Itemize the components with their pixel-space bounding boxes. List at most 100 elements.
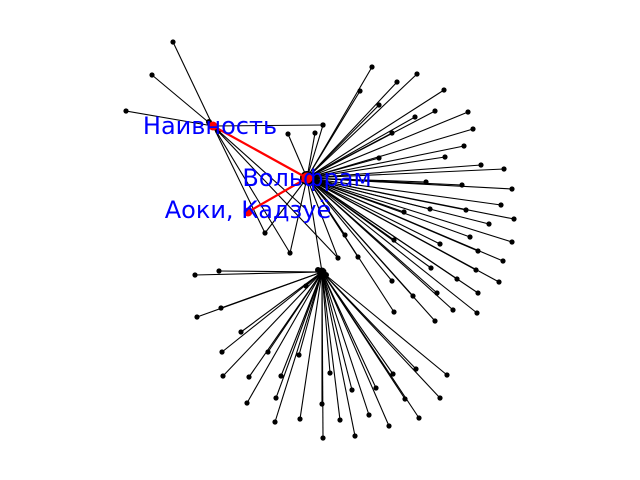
graph-node [486,221,492,227]
graph-node [412,114,418,120]
graph-edge [306,177,490,225]
graph-edge [321,271,341,421]
graph-edge [287,133,308,179]
graph-node [511,216,517,222]
graph-node [335,255,341,261]
graph-edge [306,177,471,238]
graph-node [366,412,372,418]
graph-edge [306,177,513,243]
graph-node [423,179,429,185]
graph-node [219,349,225,355]
graph-node [509,239,515,245]
graph-node [389,130,395,136]
label-wolfram: Вольфрам [242,164,371,192]
graph-edge [306,177,432,269]
graph-node [389,278,395,284]
graph-edge [275,271,323,399]
graph-node [355,254,361,260]
graph-node [373,385,379,391]
graph-node [327,370,333,376]
graph-node [238,329,244,335]
graph-edge [248,271,323,378]
graph-node [459,182,465,188]
graph-edge [321,271,353,391]
graph-node [394,79,400,85]
graph-node [315,267,321,273]
graph-node [437,241,443,247]
graph-edge [222,271,323,377]
graph-node [342,232,348,238]
graph-node [265,349,271,355]
graph-node [391,309,397,315]
graph-node [465,109,471,115]
graph-edge [212,125,266,234]
graph-node [386,423,392,429]
graph-node [297,416,303,422]
graph-node [349,387,355,393]
node-labels: Вольфрам Наивность Аоки, Кадзуё [143,112,372,224]
graph-edge [306,177,427,183]
graph-node [192,272,198,278]
graph-edge [212,124,324,127]
graph-edge [306,90,361,179]
graph-node [246,374,252,380]
graph-edge [151,74,214,127]
graph-node [218,305,224,311]
graph-edge [306,177,346,236]
graph-node [461,143,467,149]
graph-edge [212,125,308,179]
graph-node [262,230,268,236]
graph-edge [306,73,418,179]
graph-edge [306,81,398,179]
graph-edge [306,156,446,179]
graph-node [416,415,422,421]
graph-edge [306,177,479,294]
graph-edge [306,177,500,283]
graph-edge [212,125,308,211]
graph-node [220,373,226,379]
graph-node [272,419,278,425]
graph-node [390,371,396,377]
graph-edge [306,177,441,245]
graph-node [369,64,375,70]
graph-edge [306,177,323,273]
graph-node [427,206,433,212]
graph-edge [321,271,356,437]
graph-node [473,267,479,273]
graph-node [296,352,302,358]
graph-node [149,72,155,78]
node-naivety [208,121,218,131]
graph-edge [306,177,478,314]
graph-node [475,290,481,296]
graph-node [437,395,443,401]
graph-edge [321,271,448,376]
graph-node [402,396,408,402]
graph-node [509,186,515,192]
graph-edge [306,177,479,252]
graph-node [414,71,420,77]
graph-node [319,401,325,407]
node-aoki [243,207,253,217]
graph-node [470,126,476,132]
graph-node [410,293,416,299]
graph-node [303,283,309,289]
graph-node [357,88,363,94]
graph-node [401,209,407,215]
graph-edge [306,145,465,179]
graph-node [454,276,460,282]
graph-node [323,272,329,278]
graph-edge [306,177,339,259]
graph-node [432,108,438,114]
graph-node [501,166,507,172]
graph-edge [240,271,323,333]
graph-node [463,207,469,213]
graph-edge [306,116,416,179]
graph-node [413,366,419,372]
graph-node [320,122,326,128]
graph-node [285,131,291,137]
highlight-path [208,121,313,217]
graph-edge [247,177,308,213]
graph-edge [321,271,370,416]
graph-edge [306,177,454,311]
